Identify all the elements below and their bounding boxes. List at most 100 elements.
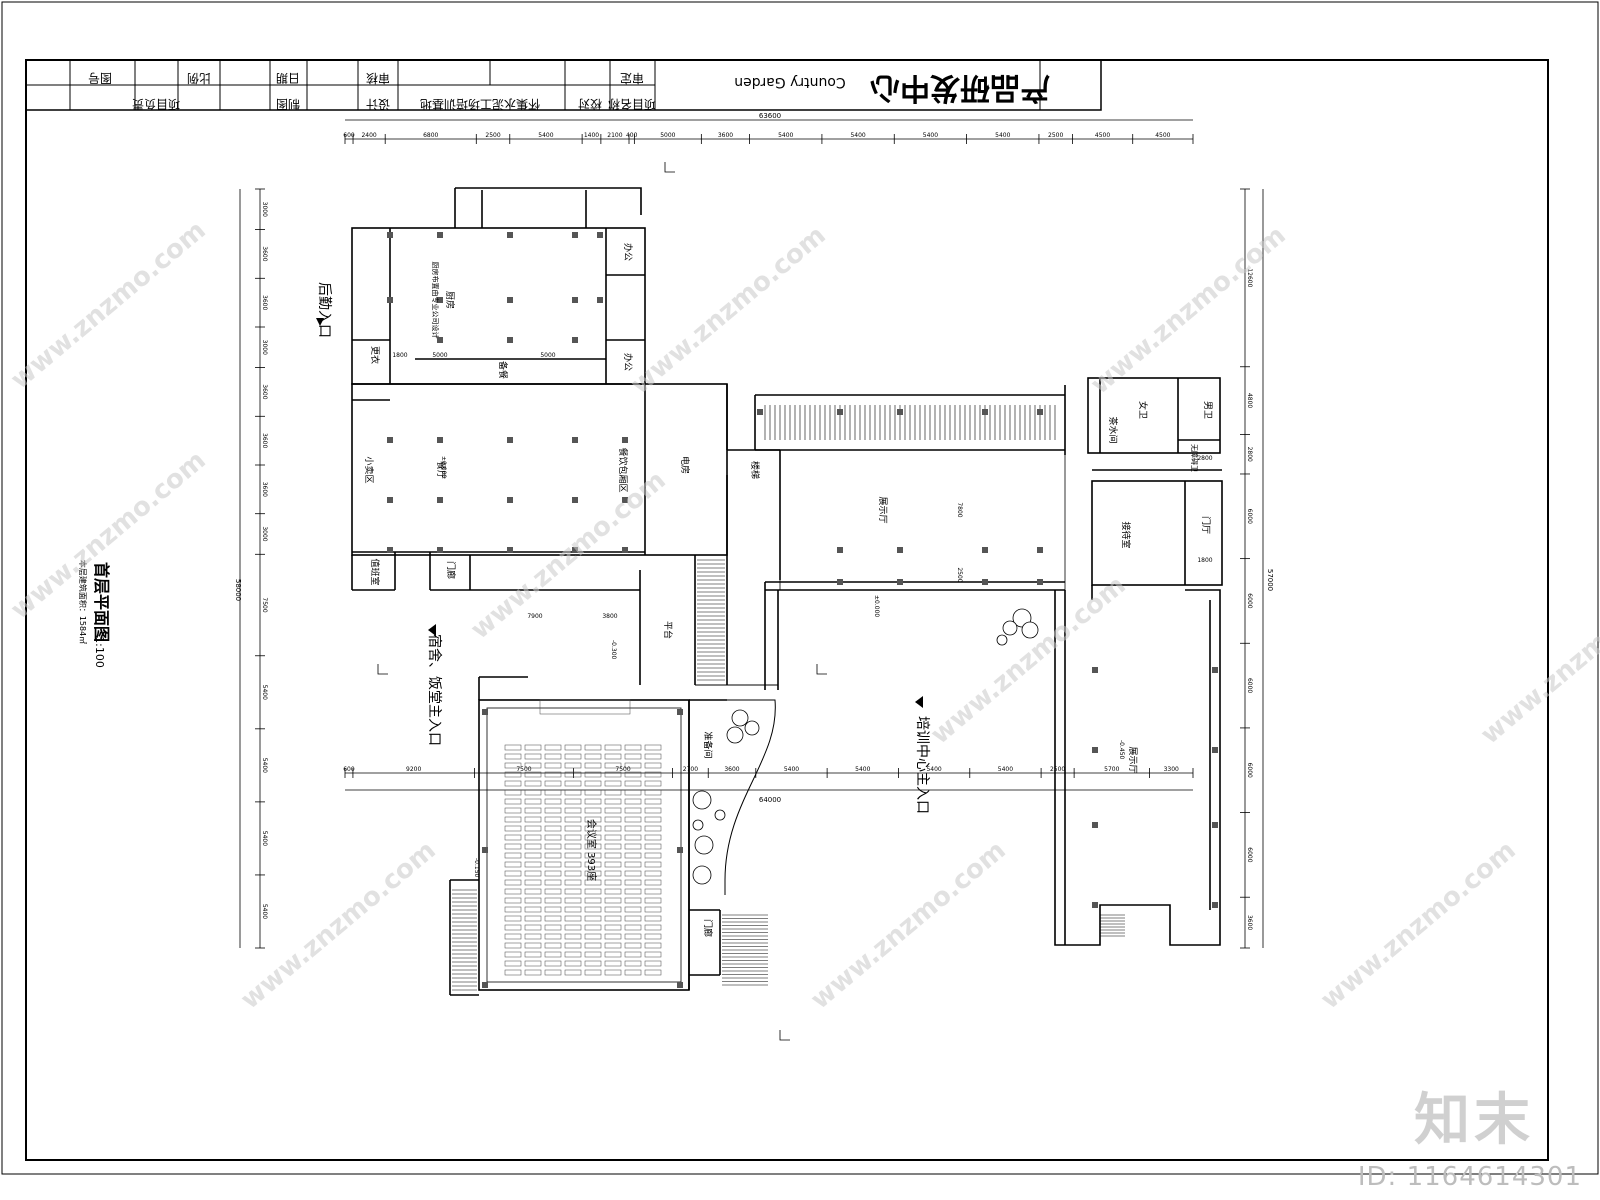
seat-row-43: [564, 789, 582, 796]
bottom-dim-seg-0: 600: [343, 766, 355, 773]
left-dim-seg-0: 3000: [261, 202, 268, 217]
seat-row-184: [504, 951, 522, 958]
left-dim-seg-5: 3600: [261, 433, 268, 448]
rear-entrance-label: 后勤入口: [316, 282, 332, 338]
seat-row-112: [504, 870, 522, 877]
seat-row-198: [624, 960, 642, 967]
seat-row-130: [544, 888, 562, 895]
date-label: 日期: [276, 71, 300, 85]
drafter-label: 制图: [276, 97, 300, 111]
project-name-label: 项目名称: [608, 97, 656, 112]
seat-row-114: [544, 870, 562, 877]
seat-row-113: [524, 870, 542, 877]
seat-row-5: [604, 744, 622, 751]
seat-row-58: [544, 807, 562, 814]
seat-row-21: [604, 762, 622, 769]
seat-row-94: [624, 843, 642, 850]
seat-row-101: [604, 852, 622, 859]
seat-row-152: [504, 915, 522, 922]
seat-row-17: [524, 762, 542, 769]
seat-row-205: [604, 969, 622, 976]
room-labels: 厨房 厨房布置由专业公司设计 办公 办公 更衣 备餐 餐厅 餐饮包厢区 电房 小…: [363, 243, 1213, 937]
room-office-b: 办公: [622, 353, 634, 371]
seat-row-18: [544, 762, 562, 769]
top-dim-seg-6: 2100: [607, 132, 622, 139]
seat-row-88: [504, 843, 522, 850]
seat-row-167: [644, 924, 662, 931]
seat-row-159: [644, 915, 662, 922]
left-dim-seg-6: 3600: [261, 482, 268, 497]
seat-row-62: [624, 807, 642, 814]
drawing-scale: 1:100: [93, 636, 106, 668]
level-5: -0.450: [1118, 740, 1125, 760]
column-6: [437, 297, 443, 303]
seat-row-126: [624, 879, 642, 886]
column-25: [507, 547, 513, 553]
seat-row-78: [624, 825, 642, 832]
seat-row-106: [544, 861, 562, 868]
right-dim-seg-3: 6000: [1246, 509, 1253, 524]
column-8: [572, 297, 578, 303]
left-dim-seg-7: 3000: [261, 526, 268, 541]
wm-8: www.znzmo.com: [235, 835, 441, 1015]
wm-1: www.znzmo.com: [5, 215, 211, 395]
seat-row-19: [564, 762, 582, 769]
room-snack: 小卖区: [363, 456, 374, 483]
seat-row-38: [624, 780, 642, 787]
top-dim-seg-8: 5000: [660, 132, 675, 139]
seat-row-105: [524, 861, 542, 868]
seat-row-27: [564, 771, 582, 778]
seat-row-187: [564, 951, 582, 958]
seat-row-124: [584, 879, 602, 886]
room-electric: 电房: [679, 456, 691, 474]
level-4: ±0.000: [873, 595, 880, 617]
seat-row-206: [624, 969, 642, 976]
seat-row-199: [644, 960, 662, 967]
seat-row-75: [564, 825, 582, 832]
seat-row-60: [584, 807, 602, 814]
stage: [539, 699, 631, 715]
left-dim-seg-10: 5400: [261, 758, 268, 773]
brand-watermark: 知末: [1414, 1088, 1534, 1153]
seat-row-139: [564, 897, 582, 904]
drawing-title: 首层平面图: [92, 562, 111, 642]
seat-row-200: [504, 969, 522, 976]
project-name-value: 怀集水泥工场培训基地: [420, 97, 540, 112]
project-title: 产品研发中心: [870, 70, 1050, 105]
column-36: [757, 409, 763, 415]
level-1: ±0.000: [440, 456, 447, 478]
seat-row-8: [504, 753, 522, 760]
right-dim-seg-2: 2800: [1246, 447, 1253, 462]
seat-row-120: [504, 879, 522, 886]
column-1: [437, 232, 443, 238]
left-total-dim: 58000: [234, 579, 242, 601]
seat-row-24: [504, 771, 522, 778]
entrances: 后勤入口 宿舍、饭堂主入口 培训中心主入口: [316, 282, 930, 814]
right-dim-seg-7: 6000: [1246, 847, 1253, 862]
column-52: [677, 982, 683, 988]
seat-row-203: [564, 969, 582, 976]
seat-row-45: [604, 789, 622, 796]
seat-row-41: [524, 789, 542, 796]
seat-row-156: [584, 915, 602, 922]
seat-row-25: [524, 771, 542, 778]
seat-row-128: [504, 888, 522, 895]
right-dim-seg-4: 6000: [1246, 593, 1253, 608]
left-dim-seg-9: 5400: [261, 685, 268, 700]
watermarks: www.znzmo.com www.znzmo.com www.znzmo.co…: [5, 215, 1600, 1015]
bottom-total-dim: 64000: [759, 796, 781, 804]
seat-row-180: [584, 942, 602, 949]
seat-row-171: [564, 933, 582, 940]
column-23: [387, 547, 393, 553]
seat-row-14: [624, 753, 642, 760]
review-label: 审核: [366, 71, 390, 86]
columns: [387, 232, 1218, 988]
seat-row-91: [564, 843, 582, 850]
seat-row-70: [624, 816, 642, 823]
column-16: [572, 437, 578, 443]
column-33: [897, 579, 903, 585]
column-30: [982, 547, 988, 553]
seat-row-163: [564, 924, 582, 931]
bottom-dim-seg-10: 2500: [1050, 766, 1065, 773]
